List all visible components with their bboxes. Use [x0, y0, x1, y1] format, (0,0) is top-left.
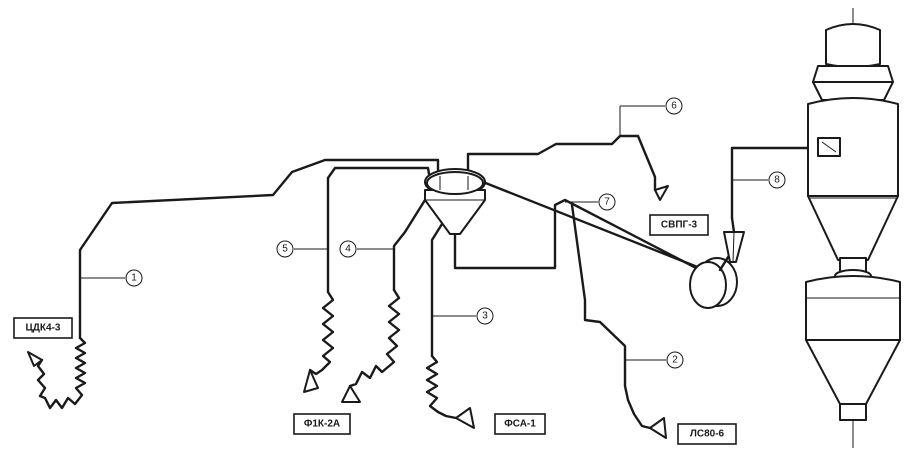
separator-body	[424, 189, 486, 235]
label-tsdk-box	[13, 317, 73, 339]
nozzle-f1k-right	[341, 385, 361, 403]
duct-lines	[78, 134, 820, 388]
bunker-body	[805, 275, 901, 341]
hose-lso	[623, 384, 652, 430]
bunker-outlet	[839, 403, 867, 421]
callout-8-circle	[768, 171, 786, 189]
duct-line-8	[730, 146, 820, 220]
callout-5-circle	[276, 240, 294, 258]
nozzles	[27, 185, 669, 439]
callout-7: 7	[604, 197, 610, 208]
hose-tsdk	[36, 336, 87, 410]
callout-3: 3	[482, 311, 488, 322]
cyclone-collar	[812, 65, 894, 83]
duct-line-4	[392, 198, 427, 292]
separator	[424, 168, 486, 235]
cyclone-inlet-inner	[821, 141, 837, 153]
hose-f1k-right	[348, 288, 401, 388]
large-cyclone	[805, 8, 901, 448]
bunker-cone	[805, 339, 901, 405]
nozzle-fsa	[455, 407, 475, 429]
nozzle-svpg	[654, 185, 669, 201]
cyclone-body	[807, 97, 899, 197]
callout-leaders	[80, 105, 768, 361]
nozzle-tsdk	[27, 351, 43, 367]
cyclone-cone	[807, 195, 899, 261]
cyclone-cap	[825, 23, 881, 68]
label-lso-box	[677, 423, 737, 445]
callout-7-circle	[598, 193, 616, 211]
callout-3-circle	[476, 307, 494, 325]
duct-line-1	[78, 158, 440, 340]
fan-housing	[689, 261, 727, 309]
callout-6-circle	[665, 97, 683, 115]
label-f1k: Ф1К-2А	[304, 419, 340, 430]
callout-1: 1	[131, 273, 137, 284]
fan	[689, 216, 745, 309]
hoses	[36, 288, 652, 430]
callout-4-circle	[339, 240, 357, 258]
label-svpg: СВПГ-3	[661, 220, 698, 231]
fan-to-diffuser	[730, 216, 736, 234]
label-tsdk: ЦДК4-3	[26, 323, 61, 334]
fan-diffuser-line	[732, 231, 735, 263]
nozzle-f1k-left	[303, 369, 319, 393]
duct-line-6	[466, 134, 657, 192]
hose-fsa	[425, 354, 458, 420]
hose-f1k-left	[308, 290, 335, 376]
duct-line-2	[570, 203, 627, 388]
callouts: 1 2 3 4 5 6 7 8	[125, 97, 786, 369]
callout-1-circle	[125, 269, 143, 287]
duct-line-5	[326, 166, 432, 294]
duct-line-cyclone-fan	[476, 178, 702, 270]
callout-2: 2	[672, 355, 678, 366]
callout-5: 5	[282, 244, 288, 255]
separator-rim	[426, 171, 484, 195]
equipment-labels: ЦДК4-3 Ф1К-2А ФСА-1 ЛС80-6 СВПГ-3	[13, 214, 737, 445]
callout-8: 8	[774, 175, 780, 186]
label-f1k-box	[293, 413, 351, 435]
duct-line-fan-loop	[453, 198, 702, 272]
label-svpg-box	[649, 214, 709, 236]
callout-2-circle	[666, 351, 684, 369]
nozzle-lso	[649, 417, 667, 439]
label-fsa: ФСА-1	[504, 419, 536, 430]
callout-6: 6	[671, 101, 677, 112]
label-lso: ЛС80-6	[690, 429, 725, 440]
callout-4: 4	[345, 244, 351, 255]
label-fsa-box	[494, 413, 546, 435]
